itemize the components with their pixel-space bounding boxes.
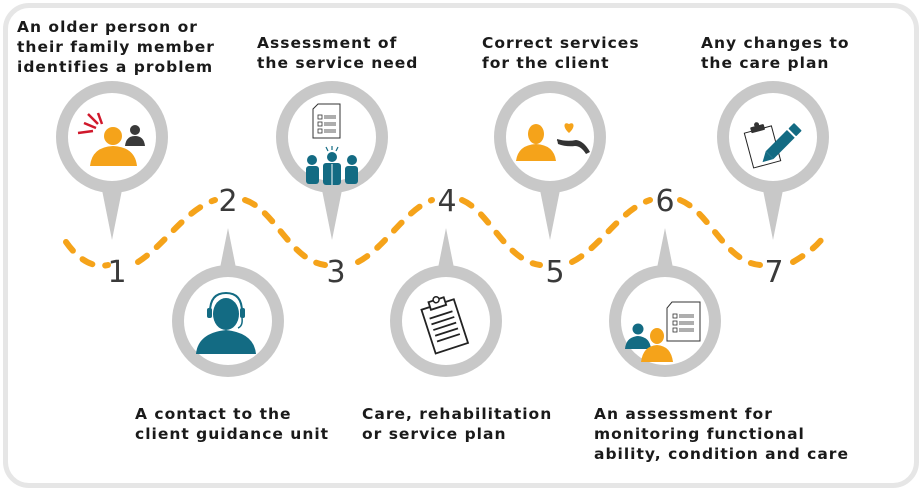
step-3-label: Assessment of the service need <box>257 34 419 72</box>
clipboard-pencil-icon <box>743 122 802 169</box>
step-number: 1 <box>107 255 126 290</box>
step-1-label: An older person or their family member i… <box>17 18 215 76</box>
step-4-label: Care, rehabilitation or service plan <box>362 405 553 443</box>
step-number: 7 <box>764 255 783 290</box>
step-6-pin <box>609 228 721 377</box>
step-6-label: An assessment for monitoring functional … <box>594 405 849 463</box>
step-number: 5 <box>545 255 564 290</box>
step-number: 4 <box>437 184 456 219</box>
step-5-pin <box>494 81 606 240</box>
step-3-pin <box>276 81 388 240</box>
step-1-pin <box>56 81 168 240</box>
headset-person-icon <box>196 291 256 354</box>
step-2-label: A contact to the client guidance unit <box>135 405 330 443</box>
step-7-pin <box>717 81 829 240</box>
step-7-label: Any changes to the care plan <box>701 34 850 72</box>
team-checklist-icon <box>306 103 358 185</box>
person-alert-icon <box>77 112 145 166</box>
step-number: 6 <box>655 184 674 219</box>
step-number: 3 <box>326 255 345 290</box>
step-5-label: Correct services for the client <box>482 34 640 72</box>
step-2-pin <box>172 228 284 377</box>
person-heart-hand-icon <box>516 123 590 161</box>
people-checklist-icon <box>625 301 701 362</box>
clipboard-icon <box>420 295 470 355</box>
process-path <box>63 197 828 269</box>
step-4-pin <box>390 228 502 377</box>
step-number: 2 <box>218 184 237 219</box>
